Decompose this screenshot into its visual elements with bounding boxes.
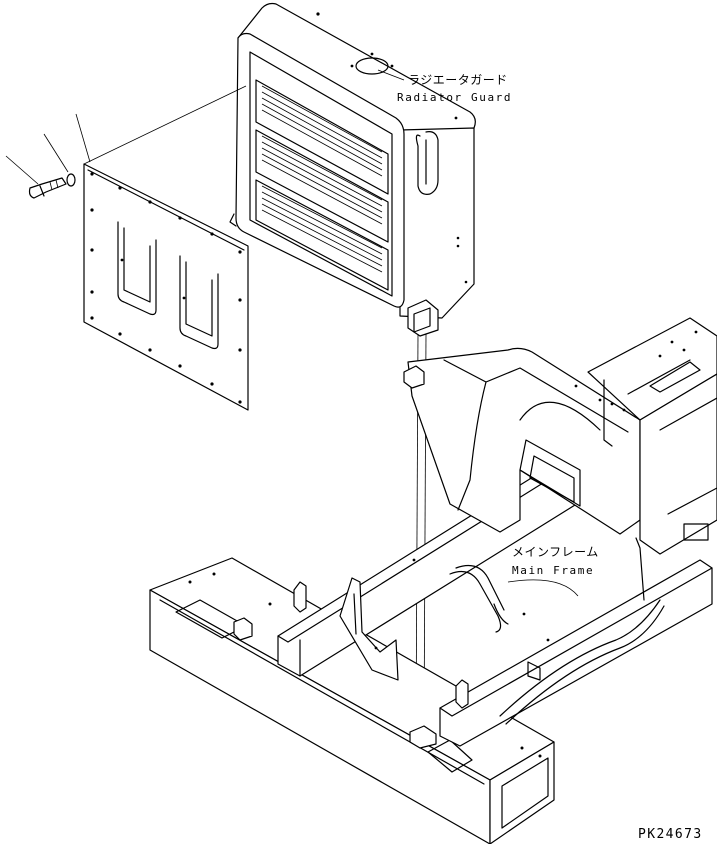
- grille-panel-upper: [255, 79, 389, 195]
- mounting-bolt: [28, 177, 67, 199]
- radiator-guard-label-jp: ラジエータガード: [408, 73, 508, 87]
- grille-panel-middle: [255, 129, 389, 243]
- drawing-code: PK24673: [638, 827, 703, 842]
- main-frame: [149, 317, 717, 845]
- cover-plate: [83, 163, 249, 411]
- main-frame-label-en: Main Frame: [512, 564, 594, 577]
- main-frame-label-jp: メインフレーム: [512, 545, 599, 559]
- radiator-guard-label-en: Radiator Guard: [397, 91, 512, 104]
- radiator-guard: [229, 2, 476, 337]
- grille-panel-lower: [255, 179, 389, 291]
- washer: [66, 173, 76, 187]
